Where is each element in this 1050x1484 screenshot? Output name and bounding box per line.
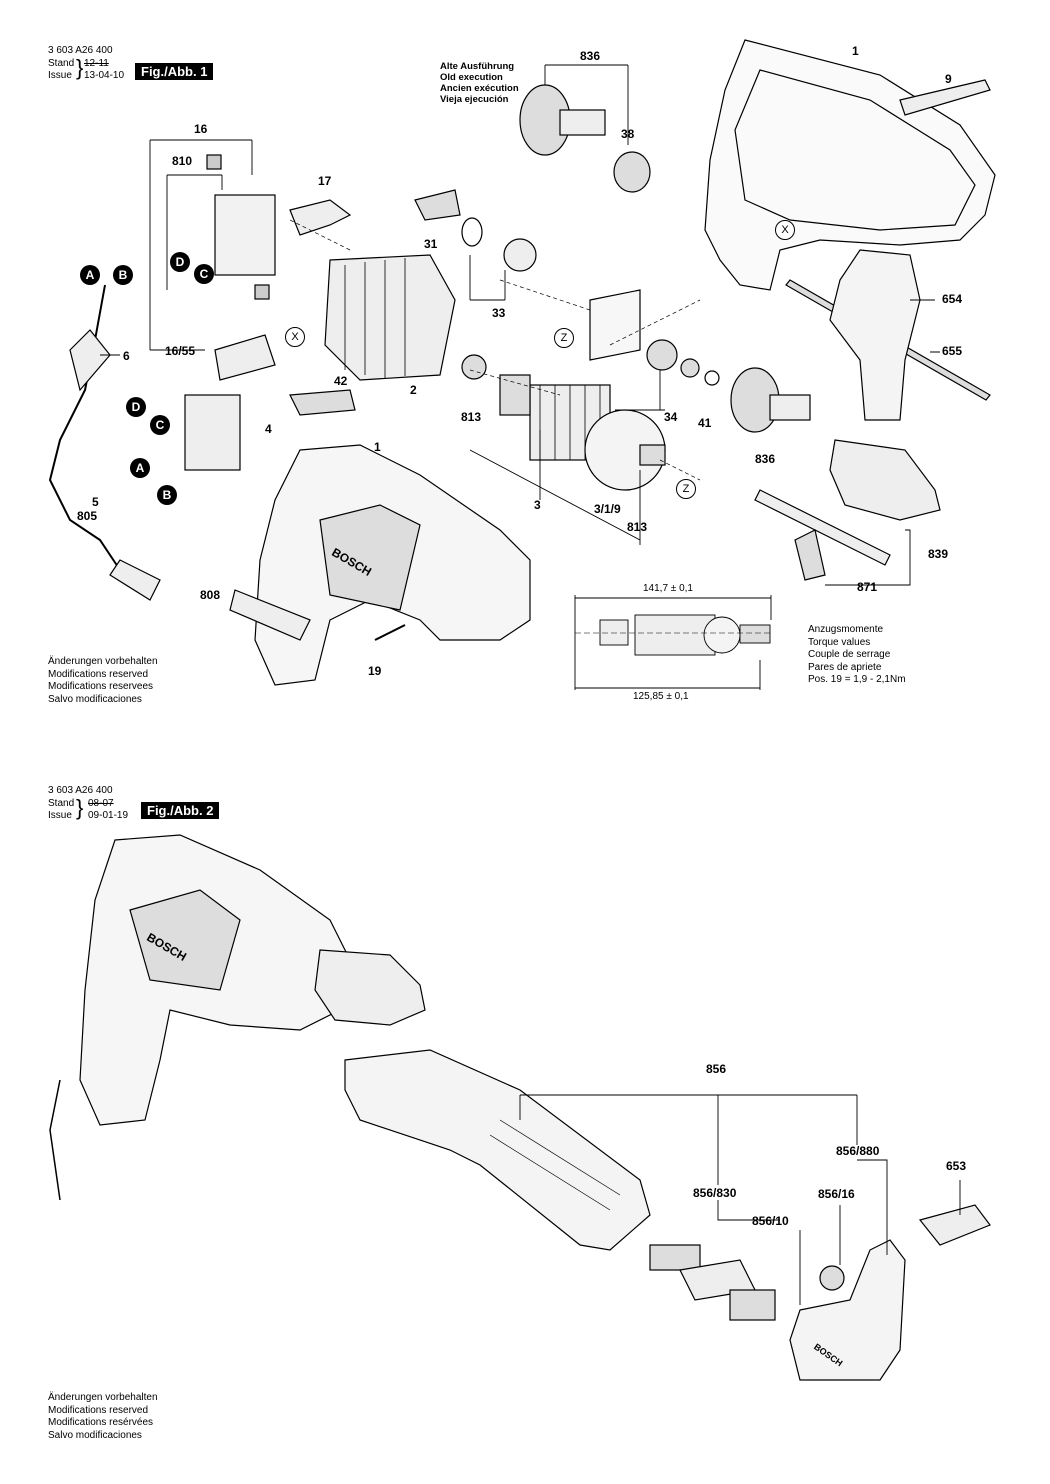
mod-fr: Modifications reservees <box>48 681 154 692</box>
part-856-880: 856/880 <box>836 1144 880 1158</box>
marker-c-brush: C <box>194 264 214 284</box>
mod2-de: Änderungen vorbehalten <box>48 1392 158 1403</box>
part-3-1-9: 3/1/9 <box>594 502 621 516</box>
old-execution-es: Vieja ejecución <box>440 94 509 105</box>
mod-en: Modifications reserved <box>48 668 149 680</box>
part-653: 653 <box>946 1159 967 1173</box>
mod2-en: Modifications reserved <box>48 1404 149 1416</box>
part-871: 871 <box>857 580 878 594</box>
fig2-modifications: Änderungen vorbehalten Modifications res… <box>48 1392 158 1442</box>
mod-de: Änderungen vorbehalten <box>48 656 158 667</box>
fig2-new-date: 09-01-19 <box>88 810 129 821</box>
fig1-stand-label: Stand <box>48 58 75 69</box>
mod-es: Salvo modificaciones <box>48 693 142 705</box>
fig1-brace: } <box>76 55 84 80</box>
mod2-es: Salvo modificaciones <box>48 1429 142 1441</box>
dimension-total: 141,7 ± 0,1 <box>643 583 693 594</box>
part-808: 808 <box>200 588 221 602</box>
torque-de: Anzugsmomente <box>808 624 884 635</box>
part-856: 856 <box>706 1062 727 1076</box>
fig1-doc-number: 3 603 A26 400 <box>48 45 113 56</box>
torque-fr: Couple de serrage <box>808 649 891 660</box>
torque-en: Torque values <box>808 636 871 648</box>
torque-values: Anzugsmomente Torque values Couple de se… <box>808 624 906 687</box>
part-839: 839 <box>928 547 949 561</box>
part-4: 4 <box>265 422 272 436</box>
marker-d-brush: D <box>170 252 190 272</box>
torque-es: Pares de apriete <box>808 661 882 673</box>
marker-d-switch: D <box>126 397 146 417</box>
part-16: 16 <box>194 122 208 136</box>
marker-x-housing: X <box>775 220 795 240</box>
old-execution-en: Old execution <box>440 72 503 83</box>
fig2-badge: Fig./Abb. 2 <box>141 802 220 819</box>
part-856-10: 856/10 <box>752 1214 789 1228</box>
part-805: 805 <box>77 509 98 523</box>
part-9: 9 <box>945 72 952 86</box>
marker-z-armature: Z <box>676 479 696 499</box>
marker-c-switch: C <box>150 415 170 435</box>
part-1-housing: 1 <box>852 44 859 58</box>
marker-b-top: B <box>113 265 133 285</box>
part-655: 655 <box>942 344 963 358</box>
old-execution-note: Alte Ausführung Old execution Ancien exé… <box>440 61 519 105</box>
marker-x-brush: X <box>285 327 305 347</box>
old-execution-de: Alte Ausführung <box>440 61 515 72</box>
part-856-16: 856/16 <box>818 1187 855 1201</box>
part-813-left: 813 <box>461 410 482 424</box>
part-836-top: 836 <box>580 49 601 63</box>
part-1-body: 1 <box>374 440 381 454</box>
part-42: 42 <box>334 374 348 388</box>
fig2-old-date: 08-07 <box>88 798 114 809</box>
marker-a-switch: A <box>130 458 150 478</box>
mod2-fr: Modifications resérvées <box>48 1417 154 1428</box>
dimension-inner: 125,85 ± 0,1 <box>633 691 689 702</box>
part-5: 5 <box>92 495 99 509</box>
part-6: 6 <box>123 349 130 363</box>
part-810: 810 <box>172 154 193 168</box>
part-813-right: 813 <box>627 520 648 534</box>
fig1-issue-label: Issue <box>48 70 72 81</box>
fig1-new-date: 13-04-10 <box>84 70 125 81</box>
fig2-brace: } <box>76 795 84 820</box>
fig2-doc-number: 3 603 A26 400 <box>48 785 113 796</box>
fig1-old-date: 12-11 <box>84 58 109 69</box>
part-33: 33 <box>492 306 506 320</box>
part-31: 31 <box>424 237 438 251</box>
fig2-issue-label: Issue <box>48 810 72 821</box>
marker-b-switch: B <box>157 485 177 505</box>
part-19: 19 <box>368 664 382 678</box>
part-3: 3 <box>534 498 541 512</box>
torque-pos-19: Pos. 19 = 1,9 - 2,1Nm <box>808 674 906 685</box>
part-2: 2 <box>410 383 417 397</box>
old-execution-fr: Ancien exécution <box>440 83 519 94</box>
part-34: 34 <box>664 410 678 424</box>
part-16-55: 16/55 <box>165 344 196 358</box>
part-836-right: 836 <box>755 452 776 466</box>
part-654: 654 <box>942 292 963 306</box>
fig1-badge: Fig./Abb. 1 <box>135 63 214 80</box>
part-41: 41 <box>698 416 712 430</box>
marker-a-top: A <box>80 265 100 285</box>
part-856-830: 856/830 <box>693 1186 737 1200</box>
part-17: 17 <box>318 174 332 188</box>
fig1-modifications: Änderungen vorbehalten Modifications res… <box>48 656 158 706</box>
marker-z-plate: Z <box>554 328 574 348</box>
part-38: 38 <box>621 127 635 141</box>
fig2-stand-label: Stand <box>48 798 75 809</box>
